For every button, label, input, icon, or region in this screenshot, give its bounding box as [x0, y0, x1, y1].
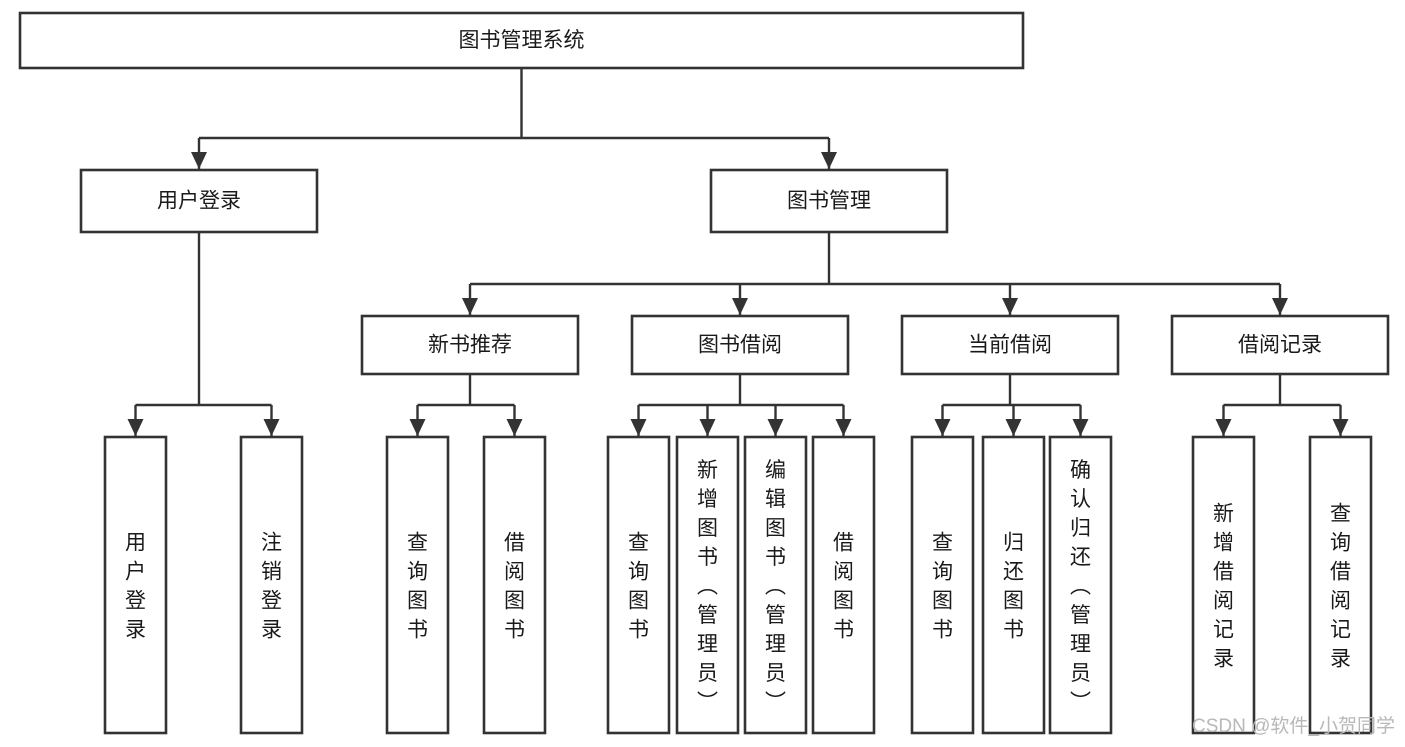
node-box-leaf-borrow-book: [811, 435, 876, 735]
arrow-head-icon: [1332, 419, 1349, 436]
node-root[interactable]: 图书管理系统: [18, 11, 1025, 70]
arrow-head-icon: [1002, 298, 1018, 315]
node-box-leaf-edit-book: [743, 435, 808, 735]
node-leaf-edit-book[interactable]: 编辑图书︵管理员︶: [743, 435, 808, 735]
arrow-head-icon: [263, 419, 280, 436]
arrow-head-icon: [630, 419, 647, 436]
node-leaf-user-login[interactable]: 用户登录: [103, 435, 168, 735]
node-label-leaf-borrow-book: 借阅图书: [833, 532, 854, 642]
node-leaf-borrow-book-rec[interactable]: 借阅图书: [482, 435, 547, 735]
node-leaf-logout[interactable]: 注销登录: [239, 435, 304, 735]
node-box-user-login: [79, 168, 319, 234]
node-label-leaf-add-book: 新增图书︵管理员︶: [697, 459, 718, 714]
node-box-new-book-rec: [360, 314, 580, 376]
node-leaf-confirm-return[interactable]: 确认归还︵管理员︶: [1048, 435, 1113, 735]
watermark-text: CSDN @软件_小贺同学: [1192, 715, 1395, 737]
node-box-leaf-add-book: [675, 435, 740, 735]
node-box-current-borrow: [900, 314, 1120, 376]
node-borrow-record[interactable]: 借阅记录: [1170, 314, 1390, 376]
arrow-head-icon: [1272, 298, 1288, 315]
node-label-leaf-user-login: 用户登录: [125, 532, 146, 642]
node-user-login[interactable]: 用户登录: [79, 168, 319, 234]
node-leaf-query-book-current[interactable]: 查询图书: [910, 435, 975, 735]
arrow-head-icon: [732, 298, 748, 315]
node-leaf-add-book[interactable]: 新增图书︵管理员︶: [675, 435, 740, 735]
node-label-borrow-record: 借阅记录: [1238, 334, 1322, 357]
node-label-leaf-edit-book: 编辑图书︵管理员︶: [765, 459, 786, 714]
node-box-leaf-return-book: [981, 435, 1046, 735]
node-label-leaf-borrow-book-rec: 借阅图书: [504, 532, 525, 642]
node-label-leaf-return-book: 归还图书: [1003, 532, 1024, 642]
edge-group-user-login: [127, 232, 280, 436]
node-leaf-borrow-book[interactable]: 借阅图书: [811, 435, 876, 735]
arrow-head-icon: [506, 419, 523, 436]
node-box-leaf-add-record: [1191, 435, 1256, 735]
node-box-leaf-query-record: [1308, 435, 1373, 735]
node-leaf-query-book-borrow[interactable]: 查询图书: [606, 435, 671, 735]
arrow-head-icon: [835, 419, 852, 436]
node-label-leaf-query-book-rec: 查询图书: [407, 532, 428, 642]
node-box-leaf-query-book-rec: [385, 435, 450, 735]
arrow-head-icon: [699, 419, 716, 436]
edge-group-borrow-record: [1215, 374, 1349, 436]
arrow-head-icon: [462, 298, 478, 315]
node-box-leaf-query-book-current: [910, 435, 975, 735]
node-current-borrow[interactable]: 当前借阅: [900, 314, 1120, 376]
node-label-book-borrow: 图书借阅: [698, 334, 782, 357]
connector-layer: [127, 68, 1349, 436]
arrow-head-icon: [767, 419, 784, 436]
node-label-leaf-add-record: 新增借阅记录: [1213, 503, 1234, 671]
arrow-head-icon: [409, 419, 426, 436]
arrow-head-icon: [191, 152, 207, 169]
node-box-leaf-query-book-borrow: [606, 435, 671, 735]
node-leaf-return-book[interactable]: 归还图书: [981, 435, 1046, 735]
arrow-head-icon: [1005, 419, 1022, 436]
arrow-head-icon: [1215, 419, 1232, 436]
node-label-root: 图书管理系统: [459, 29, 585, 52]
node-label-leaf-confirm-return: 确认归还︵管理员︶: [1070, 459, 1091, 714]
edge-group-current-borrow: [934, 374, 1089, 436]
arrow-head-icon: [1072, 419, 1089, 436]
node-box-borrow-record: [1170, 314, 1390, 376]
arrow-head-icon: [821, 152, 837, 169]
node-leaf-add-record[interactable]: 新增借阅记录: [1191, 435, 1256, 735]
node-label-leaf-query-book-current: 查询图书: [932, 532, 953, 642]
node-book-manage[interactable]: 图书管理: [709, 168, 949, 234]
node-layer: 图书管理系统用户登录图书管理新书推荐图书借阅当前借阅借阅记录用户登录注销登录查询…: [18, 11, 1390, 735]
node-label-leaf-logout: 注销登录: [261, 532, 282, 642]
node-new-book-rec[interactable]: 新书推荐: [360, 314, 580, 376]
node-label-current-borrow: 当前借阅: [968, 334, 1052, 357]
edge-group-root: [191, 68, 837, 169]
node-leaf-query-book-rec[interactable]: 查询图书: [385, 435, 450, 735]
node-box-book-manage: [709, 168, 949, 234]
node-label-leaf-query-book-borrow: 查询图书: [628, 532, 649, 642]
arrow-head-icon: [934, 419, 951, 436]
arrow-head-icon: [127, 419, 144, 436]
node-box-root: [18, 11, 1025, 70]
edge-group-new-book-rec: [409, 374, 523, 436]
edge-group-book-borrow: [630, 374, 852, 436]
node-box-leaf-logout: [239, 435, 304, 735]
node-label-book-manage: 图书管理: [787, 190, 871, 213]
node-label-leaf-query-record: 查询借阅记录: [1330, 503, 1351, 671]
node-box-leaf-confirm-return: [1048, 435, 1113, 735]
node-label-user-login: 用户登录: [157, 190, 241, 213]
node-box-leaf-borrow-book-rec: [482, 435, 547, 735]
node-box-leaf-user-login: [103, 435, 168, 735]
node-leaf-query-record[interactable]: 查询借阅记录: [1308, 435, 1373, 735]
edge-group-book-manage: [462, 232, 1288, 315]
node-label-new-book-rec: 新书推荐: [428, 334, 512, 357]
node-box-book-borrow: [630, 314, 850, 376]
node-book-borrow[interactable]: 图书借阅: [630, 314, 850, 376]
